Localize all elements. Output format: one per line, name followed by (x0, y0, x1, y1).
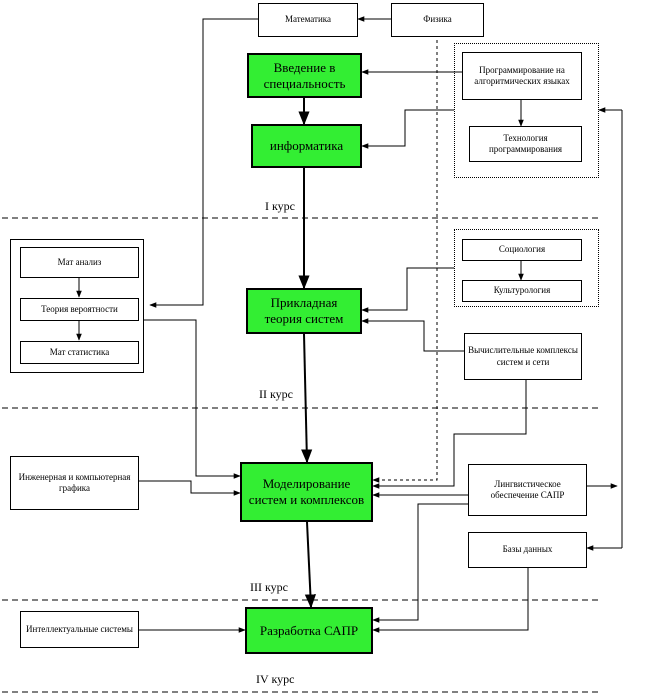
node-informatika: информатика (251, 124, 362, 168)
course-label-2: II курс (259, 387, 293, 401)
node-inzhenernaya: Инженерная и компьютерная графика (10, 456, 139, 510)
node-modelirovanie: Моделирование систем и комплексов (240, 462, 373, 522)
node-sotsiologiya: Социология (462, 239, 582, 261)
course-label-3: III курс (250, 580, 288, 594)
node-bazy: Базы данных (468, 532, 587, 568)
arrows (76, 16, 623, 633)
node-programmirovanie: Программирование на алгоритмических язык… (462, 52, 582, 100)
node-vychislitelnye: Вычислительные комплексы систем и сети (464, 333, 582, 380)
node-intellektualnye: Интеллектуальные системы (20, 611, 139, 648)
node-prikladnaya: Прикладная теория систем (246, 288, 362, 334)
course-label-4: IV курс (256, 672, 295, 686)
node-matematika: Математика (258, 3, 358, 37)
node-tekhnologiya: Технология программирования (469, 126, 582, 162)
course-label-1: I курс (265, 199, 295, 213)
node-mat-statistika: Мат статистика (20, 341, 139, 364)
node-fizika: Физика (391, 3, 484, 37)
node-mat-analiz: Мат анализ (20, 247, 139, 278)
sociology-group (454, 229, 599, 307)
node-teoriya-veroyatnosti: Теория вероятности (20, 298, 139, 321)
programming-group (454, 43, 599, 178)
node-kulturologiya: Культурология (462, 280, 582, 302)
node-razrabotka: Разработка САПР (245, 607, 373, 654)
math-group (10, 239, 144, 373)
node-vvedenie: Введение в специальность (247, 53, 362, 98)
node-lingvisticheskoe: Лингвистическое обеспечение САПР (468, 464, 587, 516)
